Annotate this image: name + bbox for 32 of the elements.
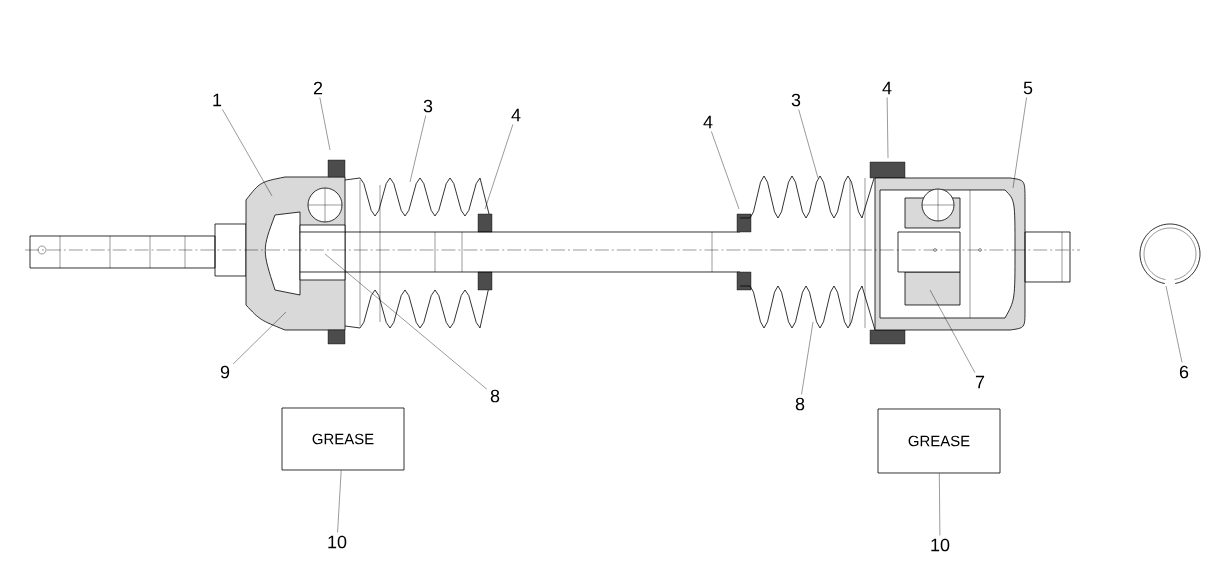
leader-line bbox=[1012, 97, 1027, 189]
leader-line bbox=[929, 289, 976, 373]
leader-line bbox=[233, 311, 287, 365]
callout-number: 8 bbox=[795, 397, 805, 411]
callout-number: 6 bbox=[1179, 365, 1189, 379]
callout-number: 4 bbox=[703, 115, 713, 129]
connector-line bbox=[337, 470, 342, 533]
leader-line bbox=[484, 124, 514, 210]
grease-box: GREASE bbox=[281, 407, 405, 471]
leader-line bbox=[711, 131, 740, 210]
callout-number: 9 bbox=[220, 365, 230, 379]
callout-number: 3 bbox=[791, 93, 801, 107]
leader-line bbox=[222, 109, 273, 197]
leader-line bbox=[886, 97, 889, 159]
callout-number: 4 bbox=[511, 108, 521, 122]
leader-line bbox=[324, 253, 487, 390]
callout-number: 10 bbox=[328, 535, 347, 549]
leader-line bbox=[798, 109, 819, 179]
connector-line bbox=[939, 473, 941, 536]
leader-line bbox=[319, 97, 331, 151]
grease-box: GREASE bbox=[877, 408, 1001, 474]
callout-number: 5 bbox=[1023, 81, 1033, 95]
callout-number: 8 bbox=[490, 389, 500, 403]
callout-number: 4 bbox=[882, 81, 892, 95]
callout-number: 1 bbox=[213, 93, 222, 107]
callout-number: 10 bbox=[931, 538, 950, 552]
leader-line bbox=[801, 321, 814, 395]
leader-line bbox=[409, 115, 426, 183]
callout-number: 3 bbox=[423, 99, 433, 113]
leader-line bbox=[1165, 285, 1183, 363]
callout-number: 2 bbox=[313, 81, 323, 95]
callout-number: 7 bbox=[975, 375, 985, 389]
